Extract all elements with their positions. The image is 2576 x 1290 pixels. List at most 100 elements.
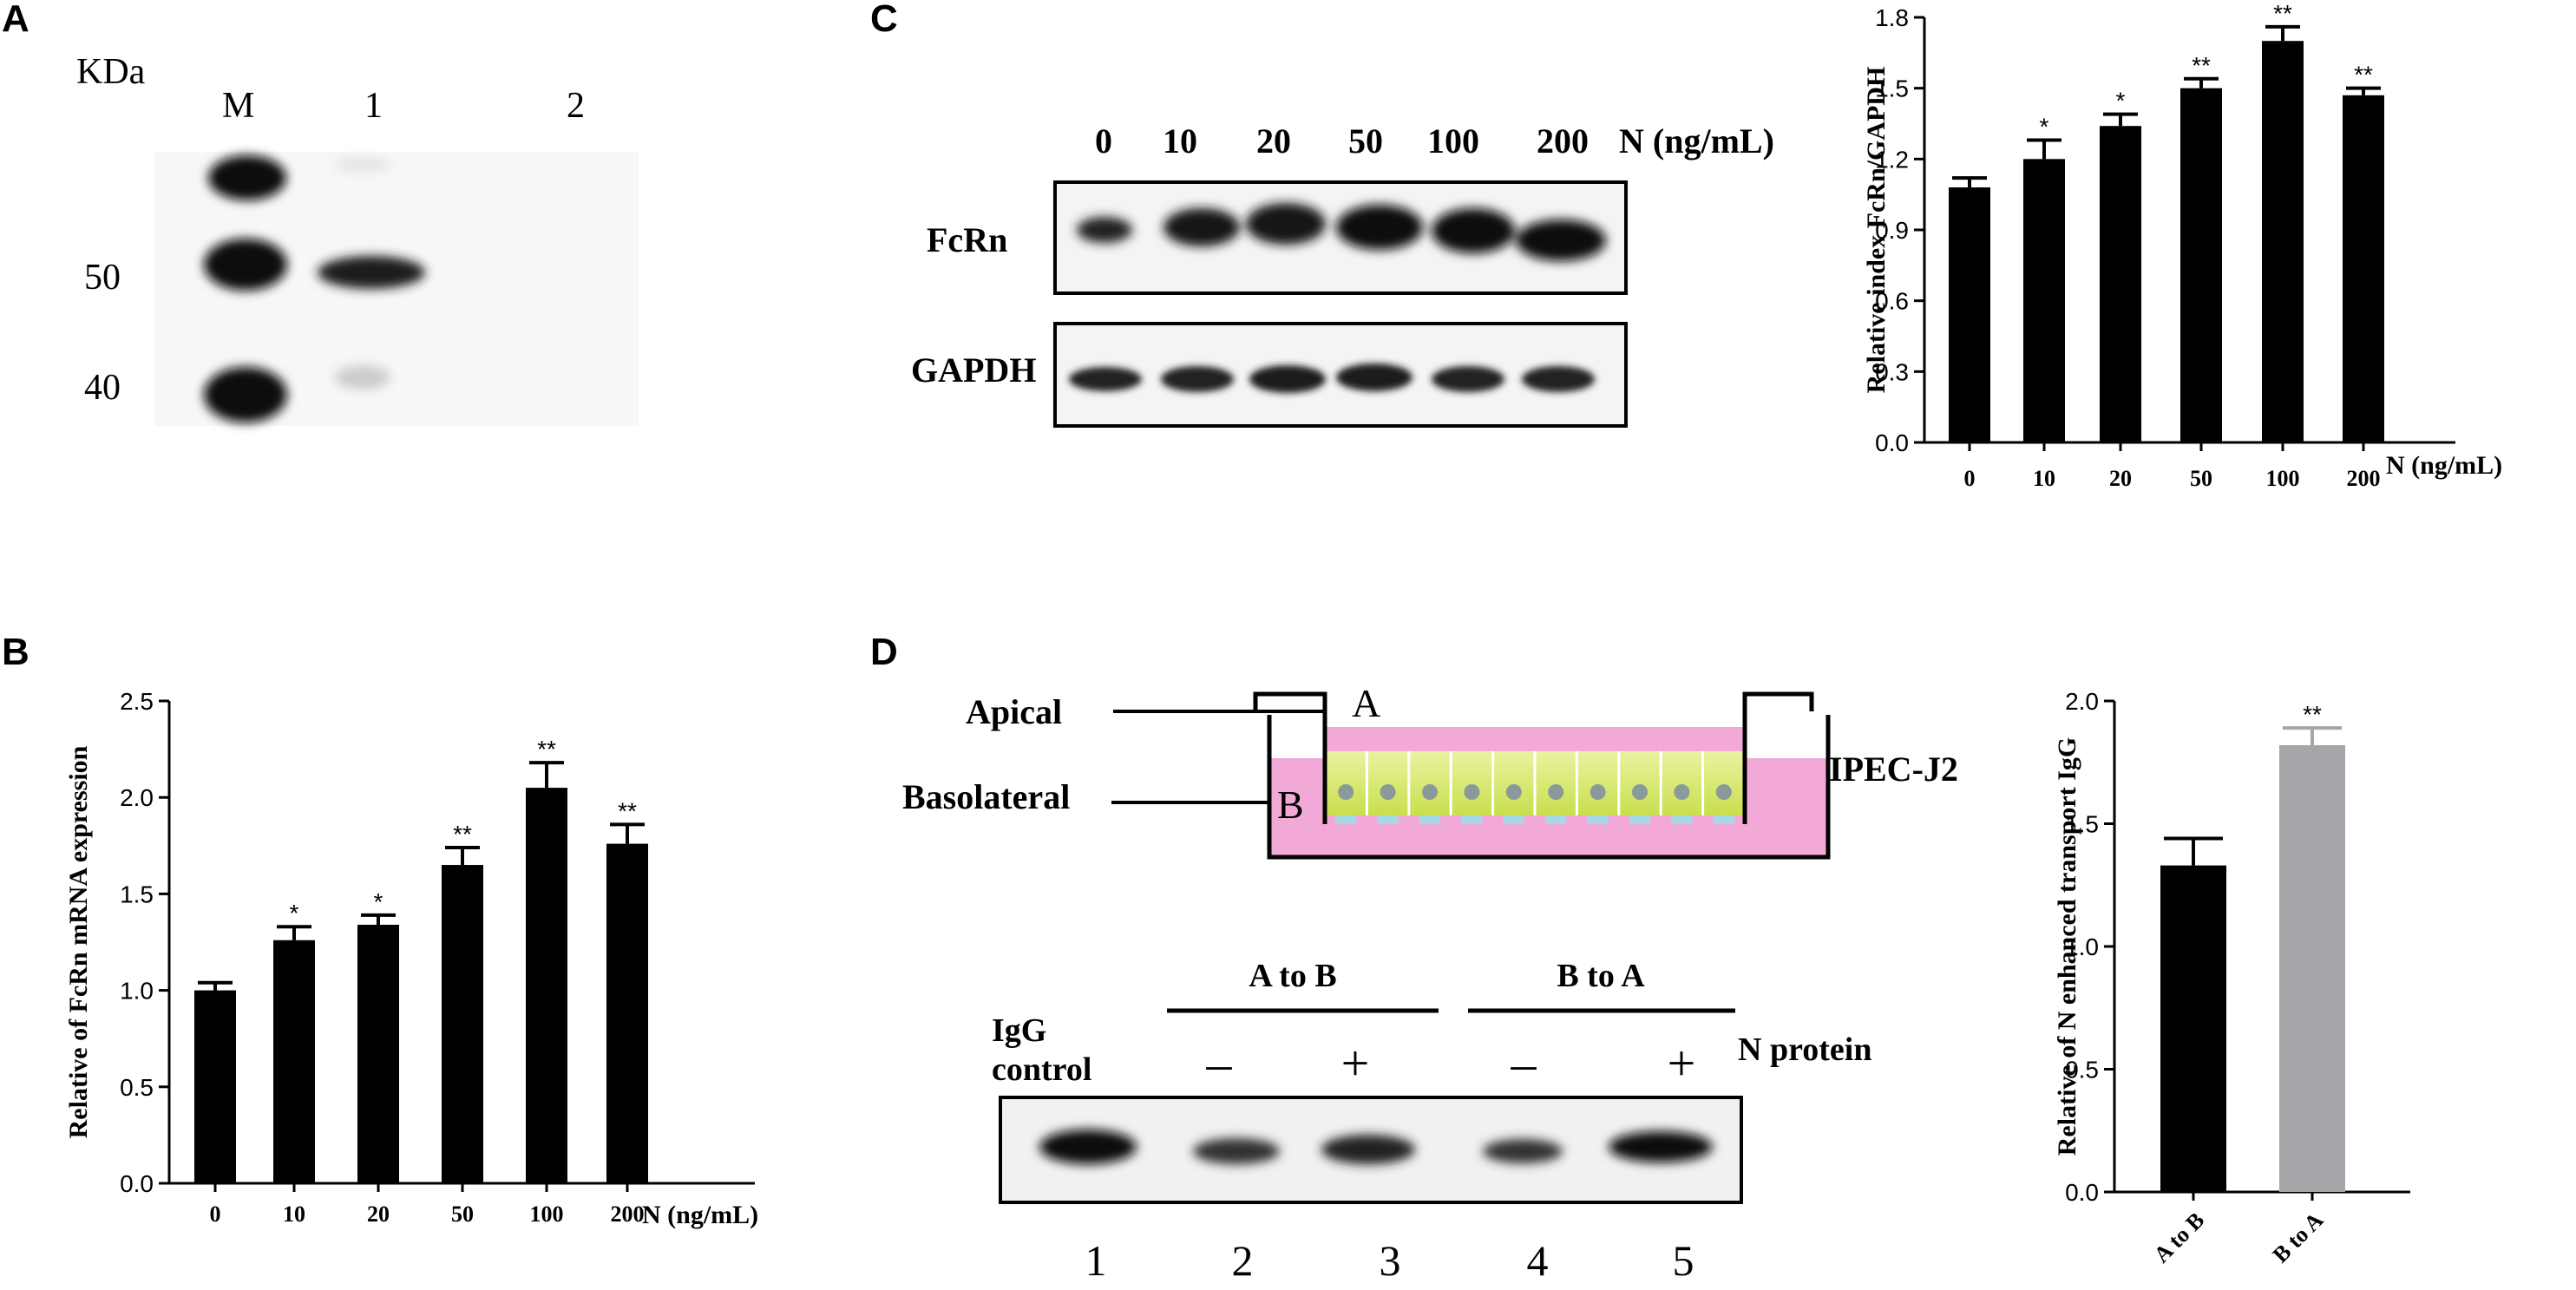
kda-label: KDa: [76, 52, 146, 92]
significance-marker: **: [2354, 62, 2373, 88]
cell-line-label: IPEC-J2: [1829, 750, 1958, 789]
panel-letter-d: D: [870, 631, 898, 673]
x-tick-label: 100: [530, 1202, 564, 1227]
dose-label: 100: [1427, 121, 1479, 160]
cell-foot: [1377, 815, 1399, 824]
marker-band-50: [204, 239, 287, 291]
transwell-schematic: Apical Basolateral A B IPEC-J2: [902, 681, 1958, 860]
panel-letter-c: C: [870, 0, 898, 40]
igg-band: [1039, 1130, 1137, 1164]
cell-foot: [1461, 815, 1483, 824]
x-tick-label: 0: [210, 1202, 221, 1227]
bar: [2180, 88, 2222, 443]
significance-marker: **: [2303, 701, 2322, 728]
cell-foot: [1587, 815, 1609, 824]
lane-number: 4: [1527, 1236, 1549, 1285]
bar: [526, 788, 567, 1183]
plus-sign: +: [1668, 1035, 1696, 1091]
dose-label: 0: [1095, 121, 1112, 160]
lane-number: 3: [1380, 1236, 1401, 1285]
dose-label: 200: [1537, 121, 1589, 160]
igg-band: [1609, 1131, 1713, 1162]
fcrn-band: [1163, 208, 1240, 246]
y-axis-label: Relative index FcRn/GAPDH: [1862, 67, 1891, 394]
igg-band: [1321, 1135, 1415, 1164]
plus-sign: +: [1341, 1035, 1370, 1091]
bar: [442, 865, 483, 1183]
lane1-faint-top: [333, 158, 392, 172]
bar: [2160, 865, 2226, 1192]
fcrn-band: [1516, 219, 1606, 261]
y-tick-label: 1.5: [2065, 811, 2099, 838]
basolateral-label: Basolateral: [902, 777, 1070, 816]
bar: [194, 990, 236, 1183]
chamber-b-label: B: [1277, 783, 1304, 827]
cell-nucleus: [1548, 784, 1564, 800]
cell-foot: [1713, 815, 1734, 824]
cell-foot: [1335, 815, 1357, 824]
fcrn-bands: [1077, 203, 1606, 261]
marker-band-40: [204, 367, 287, 422]
marker-label-50: 50: [84, 258, 121, 298]
dose-label: 50: [1348, 121, 1383, 160]
minus-sign: –: [1511, 1035, 1537, 1091]
dose-unit-label: N (ng/mL): [1619, 121, 1774, 160]
y-tick-label: 2.0: [2065, 688, 2099, 715]
cell-nucleus: [1505, 784, 1522, 800]
significance-marker: *: [290, 900, 299, 927]
cell-nucleus: [1380, 784, 1396, 800]
significance-marker: **: [2192, 52, 2211, 79]
row-label-gapdh: GAPDH: [911, 350, 1036, 390]
cell-foot: [1545, 815, 1567, 824]
y-tick-label: 1.5: [120, 881, 154, 907]
y-axis-label: Relative of N enhanced transport IgG: [2053, 737, 2081, 1156]
x-tick-label: 50: [2190, 466, 2212, 491]
minus-sign: –: [1206, 1035, 1233, 1091]
significance-marker: *: [2116, 88, 2126, 115]
x-tick-label: A to B: [2149, 1208, 2210, 1268]
y-tick-label: 1.5: [1875, 75, 1909, 102]
gapdh-bands: [1069, 363, 1595, 393]
y-tick-label: 1.8: [1875, 4, 1909, 31]
lane1-faint-band: [335, 365, 390, 390]
y-tick-label: 0.3: [1875, 358, 1909, 385]
x-tick-label: 10: [283, 1202, 305, 1227]
lane-label-1: 1: [364, 86, 383, 126]
gapdh-band: [1249, 365, 1326, 393]
x-tick-label: 20: [2109, 466, 2132, 491]
y-tick-label: 1.0: [120, 978, 154, 1005]
gapdh-band: [1522, 366, 1595, 392]
fcrn-band: [1246, 203, 1326, 245]
bar: [273, 940, 315, 1183]
dose-labels-c: 0 10 20 50 100 200 N (ng/mL): [1095, 121, 1774, 160]
x-tick-label: B to A: [2268, 1208, 2329, 1268]
panel-letter-a: A: [2, 0, 29, 40]
insert-wall-left: [1253, 691, 1327, 824]
gapdh-band: [1432, 366, 1504, 392]
cell-nucleus: [1338, 784, 1354, 800]
panel-c: C 0 10 20 50 100 200 N (ng/mL) FcRn GAPD…: [870, 0, 2502, 491]
cell-nucleus: [1674, 784, 1690, 800]
cell-nucleus: [1464, 784, 1480, 800]
igg-bands: [1039, 1130, 1713, 1164]
cell-nucleus: [1715, 784, 1732, 800]
cell-foot: [1419, 815, 1440, 824]
bar: [2279, 744, 2345, 1192]
cell-foot: [1503, 815, 1524, 824]
chamber-a-label: A: [1352, 681, 1380, 725]
x-tick-label: 0: [1964, 466, 1976, 491]
bar: [1949, 187, 1990, 442]
marker-band-top: [208, 155, 286, 200]
bar: [2262, 41, 2304, 442]
x-axis-label: N (ng/mL): [642, 1201, 758, 1229]
group-label-a-to-b: A to B: [1249, 958, 1336, 994]
y-tick-label: 0.5: [2065, 1057, 2099, 1084]
marker-label-40: 40: [84, 368, 121, 408]
y-tick-label: 0.9: [1875, 217, 1909, 244]
n-protein-label: N protein: [1738, 1031, 1871, 1068]
lane-label-2: 2: [567, 86, 585, 126]
significance-marker: **: [537, 736, 556, 763]
